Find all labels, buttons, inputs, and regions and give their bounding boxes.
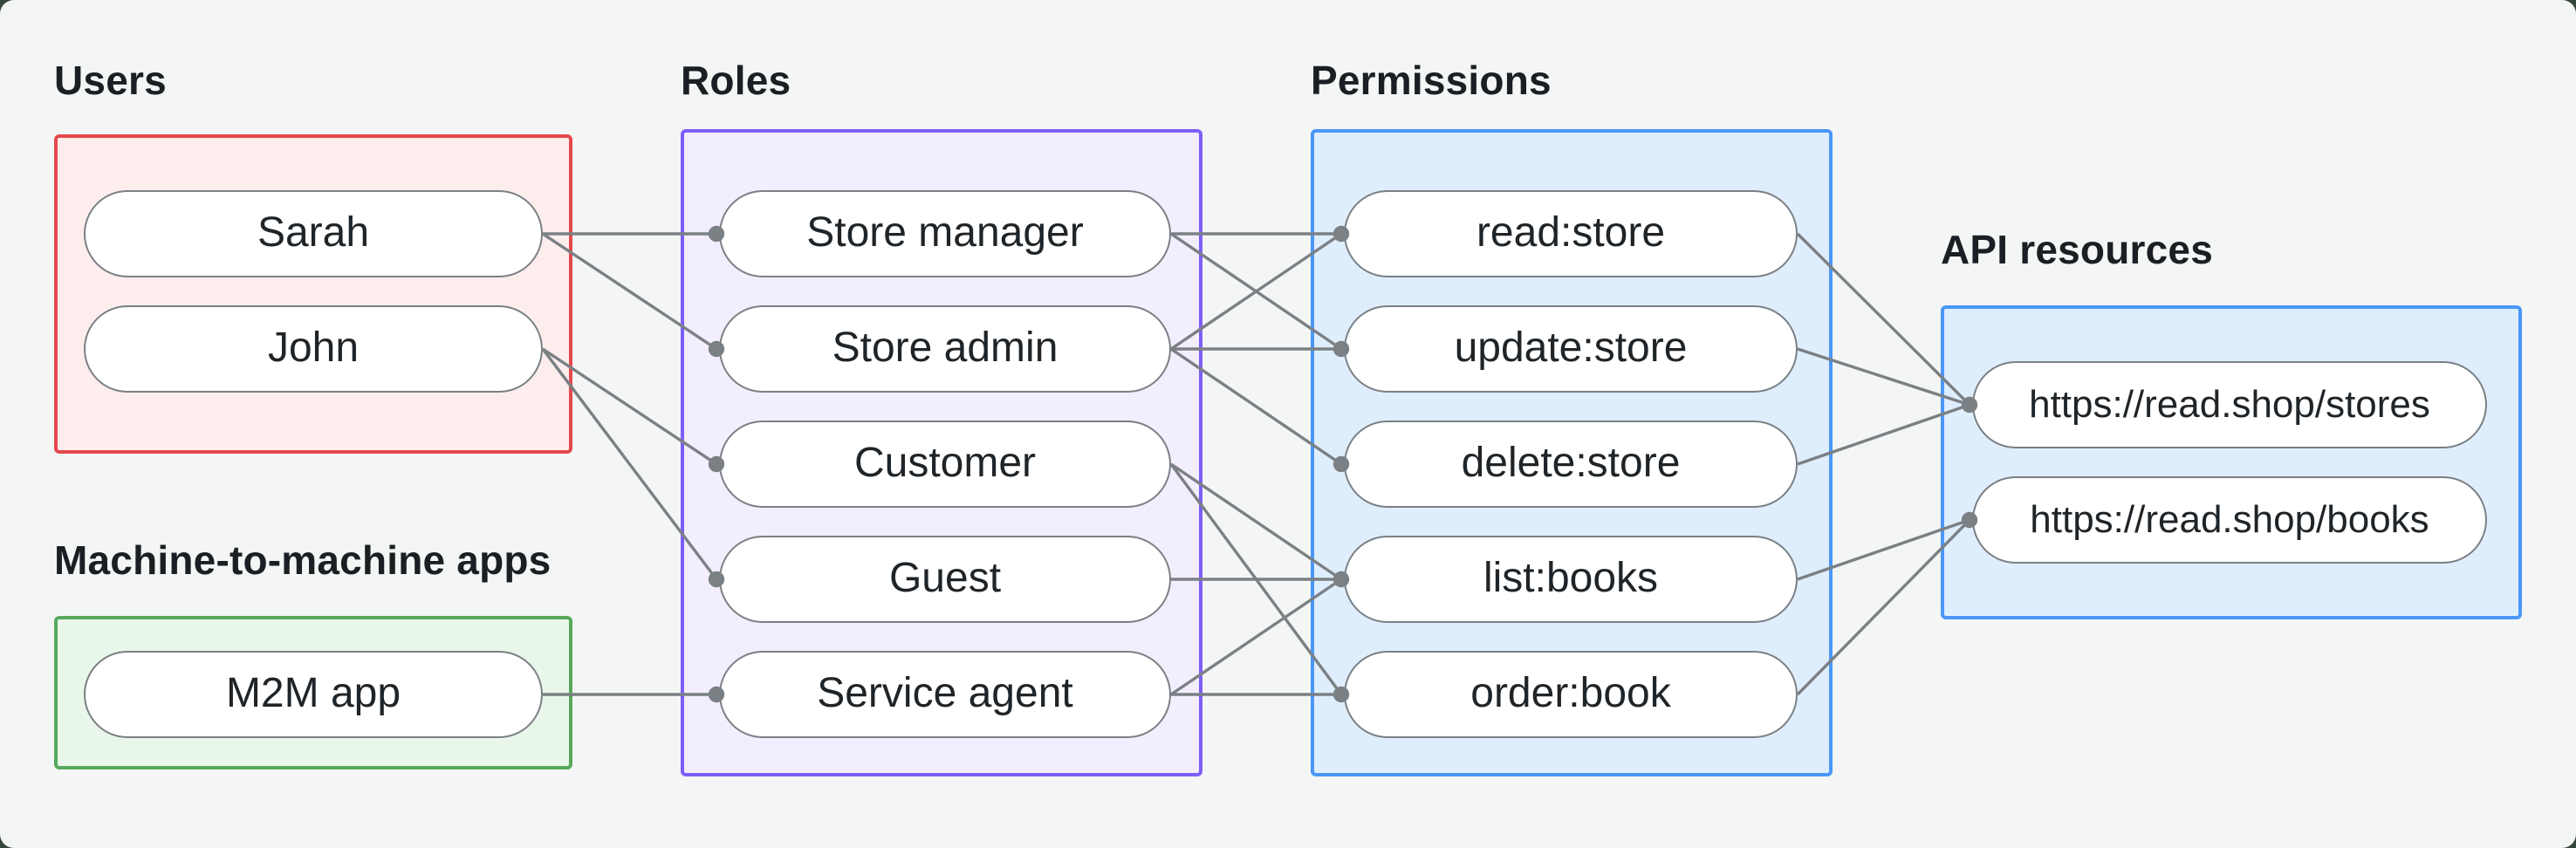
node-label-store-admin: Store admin [832,325,1058,372]
node-pill-update-store: update:store [1344,305,1798,393]
group-title-api: API resources [1941,227,2213,272]
group-box-api [1941,305,2522,619]
node-label-sarah: Sarah [257,209,370,256]
node-pill-sarah: Sarah [84,190,543,277]
node-pill-store-admin: Store admin [719,305,1171,393]
node-pill-delete-store: delete:store [1344,421,1798,508]
node-pill-service-agent: Service agent [719,651,1171,738]
node-pill-api-books: https://read.shop/books [1972,476,2487,564]
node-pill-store-manager: Store manager [719,190,1171,277]
node-pill-api-stores: https://read.shop/stores [1972,361,2487,448]
node-label-store-manager: Store manager [806,209,1084,256]
node-pill-customer: Customer [719,421,1171,508]
group-box-users [54,134,572,454]
node-pill-john: John [84,305,543,393]
node-label-customer: Customer [853,440,1037,487]
node-pill-m2m-app: M2M app [84,651,543,738]
node-label-service-agent: Service agent [817,670,1073,717]
node-label-m2m-app: M2M app [225,670,401,717]
node-label-api-books: https://read.shop/books [2030,497,2429,541]
node-pill-order-book: order:book [1344,651,1798,738]
node-pill-read-store: read:store [1344,190,1798,277]
node-label-api-stores: https://read.shop/stores [2029,382,2430,426]
node-label-read-store: read:store [1476,209,1666,256]
node-label-john: John [267,325,360,372]
node-label-order-book: order:book [1470,670,1671,717]
group-title-roles: Roles [681,58,791,103]
node-label-delete-store: delete:store [1461,440,1681,487]
node-label-guest: Guest [888,555,1002,602]
group-title-permissions: Permissions [1311,58,1552,103]
node-label-update-store: update:store [1454,325,1688,372]
node-label-list-books: list:books [1483,555,1659,602]
node-pill-list-books: list:books [1344,536,1798,623]
group-title-m2m: Machine-to-machine apps [54,537,552,583]
node-pill-guest: Guest [719,536,1171,623]
group-title-users: Users [54,58,167,103]
